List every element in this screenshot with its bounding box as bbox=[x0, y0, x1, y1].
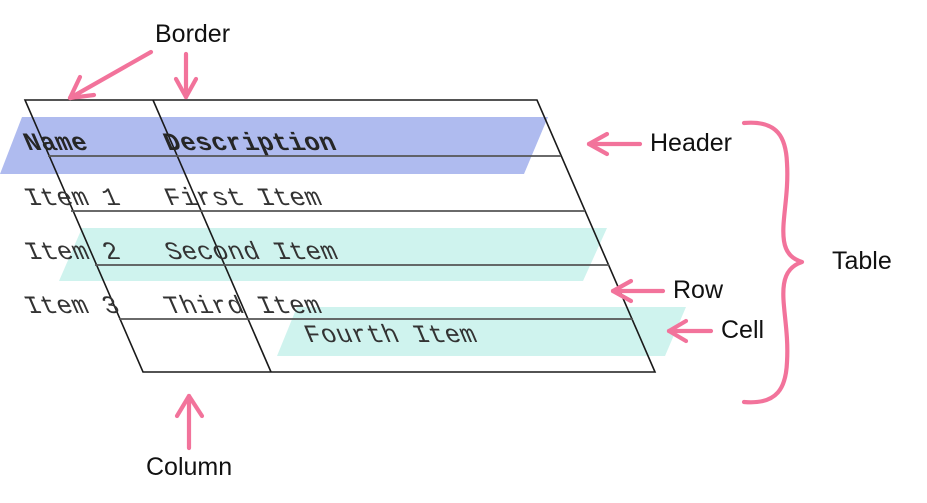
arrow-down-icon bbox=[173, 51, 199, 100]
label-table: Table bbox=[832, 247, 892, 275]
table-text-group: Name Description Item 1 First Item Item … bbox=[19, 129, 343, 321]
cell-row1-name: Item 1 bbox=[20, 184, 125, 213]
cell-row1-description: First Item bbox=[160, 184, 327, 213]
arrow-diagonal-down-left-icon bbox=[67, 49, 154, 101]
header-cell-description: Description bbox=[159, 129, 342, 158]
arrow-up-icon bbox=[174, 393, 205, 451]
arrow-left-row-icon bbox=[610, 278, 666, 304]
column-divider bbox=[152, 99, 272, 373]
cell-row2-name: Item 2 bbox=[20, 238, 125, 267]
curly-brace-icon bbox=[741, 120, 805, 405]
cell-row3-name: Item 3 bbox=[20, 292, 125, 321]
header-highlight-bar bbox=[0, 117, 548, 174]
cell-row3-description: Third Item bbox=[160, 292, 327, 321]
table-border bbox=[23, 99, 657, 373]
label-row: Row bbox=[673, 276, 724, 304]
label-column: Column bbox=[146, 453, 233, 481]
cell-fourth-item: Fourth Item bbox=[300, 321, 483, 350]
cell-row2-description: Second Item bbox=[160, 238, 343, 267]
floating-cell-text-group: Fourth Item bbox=[300, 321, 483, 350]
label-header: Header bbox=[650, 129, 732, 157]
label-cell: Cell bbox=[721, 316, 765, 344]
row-highlight-bar bbox=[59, 228, 607, 281]
arrow-left-header-icon bbox=[586, 131, 643, 157]
header-cell-name: Name bbox=[19, 129, 93, 158]
label-border: Border bbox=[155, 20, 231, 48]
arrow-left-cell-icon bbox=[666, 318, 714, 344]
